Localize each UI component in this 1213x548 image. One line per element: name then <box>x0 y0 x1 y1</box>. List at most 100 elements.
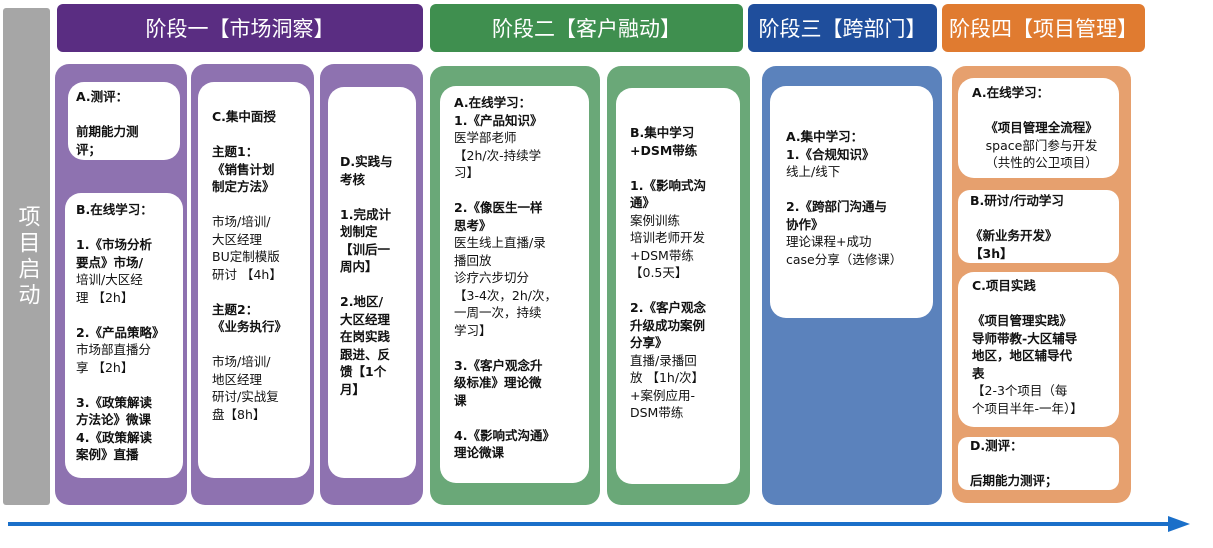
card-text-line: D.测评： <box>970 438 1023 453</box>
card-text-line: BU定制模版 <box>212 249 280 264</box>
card-text-line: 诊疗六步切分 <box>454 270 530 285</box>
card-text-line: case分享（选修课） <box>786 251 903 267</box>
card-text-line: 月】 <box>340 381 366 397</box>
card-text-line: +案例应用- <box>630 387 695 403</box>
card-online-learning: B.在线学习：1.《市场分析要点》市场/培训/大区经理 【2h】2.《产品策略》… <box>65 193 183 478</box>
stage-4-header: 阶段四【项目管理】 <box>942 4 1145 52</box>
card-text-line: 案例》直播 <box>76 447 139 462</box>
stage-2-header: 阶段二【客户融动】 <box>430 4 743 52</box>
card-workshop: B.研讨/行动学习《新业务开发》【3h】 <box>958 190 1119 263</box>
project-kickoff-label: 项目启动 <box>14 204 40 309</box>
card-text-line: 《项目管理实践》 <box>972 313 1073 328</box>
card-text-line: DSM带练 <box>630 405 684 420</box>
card-text-line <box>212 196 302 214</box>
card-text-line: 主题1： <box>212 144 259 159</box>
card-text-line: 案例训练 <box>630 212 681 228</box>
card-text-line: 理论课程+成功 <box>786 234 872 249</box>
card-text-line: 医学部老师 <box>454 130 517 145</box>
card-text-line: 分享》 <box>630 335 668 350</box>
card-text-line: 跟进、反 <box>340 346 391 362</box>
stage-3-header: 阶段三【跨部门】 <box>748 4 937 52</box>
card-text-line: 一周一次，持续 <box>454 305 542 320</box>
card-online-learning-2: A.在线学习：1.《产品知识》医学部老师【2h/次-持续学习】2.《像医生一样思… <box>440 86 589 483</box>
card-text-line: 划制定 <box>340 224 378 239</box>
card-text-line: 2.《跨部门沟通与 <box>786 199 887 214</box>
card-text-line: 级标准》理论微 <box>454 375 542 390</box>
card-text-line: 地区经理 <box>212 371 263 387</box>
card-pre-assessment: A.测评：前期能力测评； <box>68 82 180 160</box>
project-kickoff-bar: 项目启动 <box>3 8 50 505</box>
timeline-arrow <box>8 516 1190 532</box>
card-text-line: 理论微课 <box>454 445 505 460</box>
card-text-line: 2.《产品策略》 <box>76 324 165 340</box>
card-text-line: 2.地区/ <box>340 294 384 309</box>
card-text-line: D.实践与 <box>340 154 393 169</box>
card-text-line: （共性的公卫项目） <box>985 155 1098 170</box>
card-text-line <box>454 409 581 427</box>
card-text-line: 【2h/次-持续学 <box>454 147 542 163</box>
card-text-line: 习】 <box>454 165 480 180</box>
card-text-line: 升级成功案例 <box>630 317 706 333</box>
card-text-line: 1.《产品知识》 <box>454 112 543 128</box>
stage-1-title: 阶段一【市场洞察】 <box>145 17 335 41</box>
card-text-line: 考核 <box>340 171 366 187</box>
card-text-line: 地区，地区辅导代 <box>972 348 1073 363</box>
card-text-line: 课 <box>454 392 467 408</box>
card-text-line: B.研讨/行动学习 <box>970 193 1064 208</box>
card-text-line: A.在线学习： <box>454 95 532 110</box>
card-text-line: 通》 <box>630 195 656 210</box>
card-text-line: 4.《影响式沟通》 <box>454 427 555 443</box>
card-text-line: B.集中学习 <box>630 125 695 140</box>
card-text-line <box>972 295 1111 313</box>
card-text-line: 市场/培训/ <box>212 354 271 369</box>
card-text-line: 【3-4次，2h/次， <box>454 287 558 303</box>
card-text-line: 培训老师开发 <box>630 230 706 245</box>
card-text-line: 2.《像医生一样 <box>454 200 543 215</box>
card-text-line: 研讨 【4h】 <box>212 266 282 282</box>
card-text-line: 导师带教-大区辅导 <box>972 330 1078 346</box>
card-text-line: 《业务执行》 <box>212 319 288 334</box>
card-text-line <box>972 102 1111 120</box>
card-text-line: 评； <box>76 141 102 157</box>
card-text-line: 盘【8h】 <box>212 406 266 422</box>
card-text-line <box>454 182 581 200</box>
card-text-line: 大区经理 <box>340 311 391 327</box>
card-text-line <box>630 282 732 300</box>
card-text-line: 协作》 <box>786 216 824 232</box>
card-text-line: 直播/录播回 <box>630 352 697 368</box>
card-text-line: 4.《政策解读 <box>76 429 152 445</box>
card-text-line <box>212 126 302 144</box>
stage-3-title: 阶段三【跨部门】 <box>758 17 927 41</box>
stage-4-title: 阶段四【项目管理】 <box>949 17 1138 41</box>
card-text-line <box>970 455 1111 473</box>
card-pm-online: A.在线学习：《项目管理全流程》space部门参与开发（共性的公卫项目） <box>958 78 1119 178</box>
card-text-line: 《项目管理全流程》 <box>985 120 1098 135</box>
card-text-line <box>76 106 172 124</box>
card-text-line: 前期能力测 <box>76 124 139 139</box>
card-text-line: 理 【2h】 <box>76 289 134 305</box>
card-text-line <box>630 159 732 177</box>
card-text-line: 市场/培训/ <box>212 214 271 229</box>
card-text-line: 1.《合规知识》 <box>786 146 875 162</box>
stage-1-header: 阶段一【市场洞察】 <box>57 4 423 52</box>
card-text-line: 大区经理 <box>212 231 263 247</box>
card-text-line: 1.《影响式沟 <box>630 177 706 193</box>
card-text-line: 要点》市场/ <box>76 254 144 270</box>
card-text-line: 线上/线下 <box>786 164 841 179</box>
card-text-line: 表 <box>972 365 985 381</box>
card-text-line: 学习】 <box>454 322 492 338</box>
card-text-line: 3.《客户观念升 <box>454 357 543 373</box>
card-text-line: 1.《市场分析 <box>76 237 152 252</box>
card-text-line: 在岗实践 <box>340 329 391 344</box>
card-cross-dept: A.集中学习： 1.《合规知识》线上/线下 2.《跨部门沟通与协作》理论课程+成功 c… <box>770 86 933 318</box>
card-text-line: 【训后一 <box>340 241 391 257</box>
card-text-line: 享 【2h】 <box>76 359 134 375</box>
card-text-line <box>76 376 175 394</box>
card-text-line: A.集中学习： <box>786 129 864 144</box>
card-text-line: 《新业务开发》 <box>970 228 1058 243</box>
card-text-line <box>786 181 925 199</box>
card-text-line: 方法论》微课 <box>76 412 152 427</box>
card-text-line: 2.《客户观念 <box>630 300 706 315</box>
